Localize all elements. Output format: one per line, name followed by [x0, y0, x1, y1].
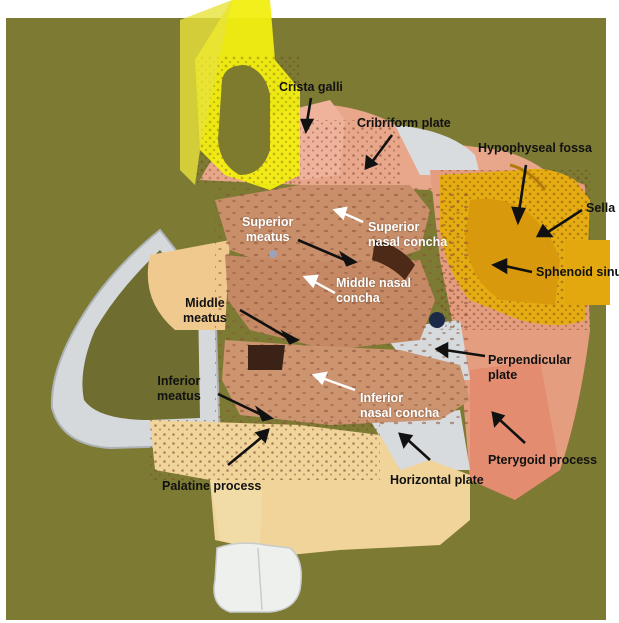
label-perpendicular-plate: Perpendicular plate — [488, 353, 571, 383]
label-superior-nasal-concha-line2: nasal concha — [368, 235, 448, 249]
superior-meatus-shadow — [372, 240, 415, 280]
arrowhead-superior-concha — [332, 206, 348, 221]
arrow-sella — [547, 208, 583, 234]
label-inferior-nasal-concha-line1: Inferior — [360, 391, 404, 405]
arrowhead-middle-meatus — [280, 329, 300, 345]
arrowhead-hypophyseal — [511, 206, 526, 226]
label-superior-meatus: Superior meatus — [242, 215, 293, 245]
label-inferior-nasal-concha: Inferior nasal concha — [360, 391, 439, 421]
label-middle-nasal-concha-line1: Middle nasal — [336, 276, 412, 290]
arrow-hypophyseal — [517, 164, 528, 213]
label-sphenoid-sinus: Sphenoid sinus — [536, 265, 619, 279]
label-crista-galli: Crista galli — [279, 80, 343, 94]
alveolar-bone — [210, 480, 262, 550]
label-palatine-process: Palatine process — [162, 479, 262, 493]
label-perpendicular-plate-line2: plate — [488, 368, 518, 382]
arrow-middle-meatus — [239, 308, 289, 340]
label-superior-meatus-line1: Superior — [242, 215, 294, 229]
label-superior-nasal-concha: Superior nasal concha — [368, 220, 447, 250]
label-middle-meatus-line1: Middle — [185, 296, 225, 310]
label-inferior-meatus-line2: meatus — [157, 389, 201, 403]
sphenoid-sinus-overflow — [565, 240, 610, 305]
arrowhead-sella — [535, 223, 554, 238]
white-arrows — [302, 206, 364, 392]
label-hypophyseal-fossa: Hypophyseal fossa — [478, 141, 592, 155]
arrow-superior-meatus — [297, 238, 346, 262]
middle-meatus-opening — [248, 345, 285, 370]
arrowhead-sphenoid — [491, 258, 508, 275]
palate-texture — [150, 420, 380, 480]
arrowhead-inferior-meatus — [254, 405, 275, 422]
arrow-palatine — [227, 435, 263, 467]
sphenoid-sinus-cavity — [465, 198, 560, 305]
frontal-highlight-edge — [180, 0, 232, 185]
label-middle-nasal-concha-line2: concha — [336, 291, 380, 305]
dark-arrows — [217, 97, 583, 467]
frontal-sinus-cavity — [218, 65, 270, 175]
arrowhead-inferior-concha — [311, 371, 328, 386]
arrowhead-superior-meatus — [339, 250, 358, 267]
arrowhead-crista-galli — [300, 118, 315, 135]
arrow-pterygoid — [499, 419, 526, 444]
arrow-inferior-meatus — [217, 392, 263, 417]
arrowhead-palatine — [254, 428, 270, 444]
label-superior-meatus-line2: meatus — [245, 230, 290, 244]
label-horizontal-plate: Horizontal plate — [390, 473, 484, 487]
label-pterygoid-process: Pterygoid process — [488, 453, 598, 467]
label-middle-meatus-line2: meatus — [183, 311, 227, 325]
label-cribriform-plate: Cribriform plate — [357, 116, 451, 130]
label-middle-meatus: Middle meatus — [183, 296, 227, 326]
tooth-divider — [257, 547, 263, 611]
concha-pin — [269, 250, 277, 258]
label-perpendicular-plate-line1: Perpendicular — [488, 353, 572, 367]
arrow-middle-concha — [312, 279, 336, 295]
label-inferior-meatus-line1: Inferior — [157, 374, 201, 388]
arrow-superior-concha — [342, 211, 364, 224]
label-inferior-nasal-concha-line2: nasal concha — [360, 406, 440, 420]
label-superior-nasal-concha-line1: Superior — [368, 220, 420, 234]
arrow-perpendicular — [444, 348, 486, 358]
pterygoid-region — [470, 360, 560, 500]
nasal-bone-cream — [147, 240, 230, 330]
sphenopalatine-foramen — [429, 312, 445, 328]
cribriform-gray-part — [395, 125, 480, 175]
arrow-sphenoid — [504, 264, 533, 274]
incisor-tooth — [213, 542, 302, 613]
label-middle-nasal-concha: Middle nasal concha — [336, 276, 411, 306]
arrow-cribriform — [370, 134, 394, 163]
sella-rim — [509, 163, 547, 191]
arrow-inferior-concha — [321, 376, 356, 392]
label-inferior-meatus: Inferior meatus — [157, 374, 201, 404]
arrowhead-perpendicular — [434, 341, 449, 359]
label-sella: Sella — [586, 201, 616, 215]
arrowhead-horizontal-plate — [398, 432, 414, 449]
arrowhead-cribriform — [364, 154, 379, 170]
arrow-horizontal-plate — [407, 439, 431, 461]
arrowhead-pterygoid — [491, 411, 506, 428]
arrowhead-middle-concha — [302, 274, 319, 289]
arrow-crista-galli — [305, 97, 313, 123]
